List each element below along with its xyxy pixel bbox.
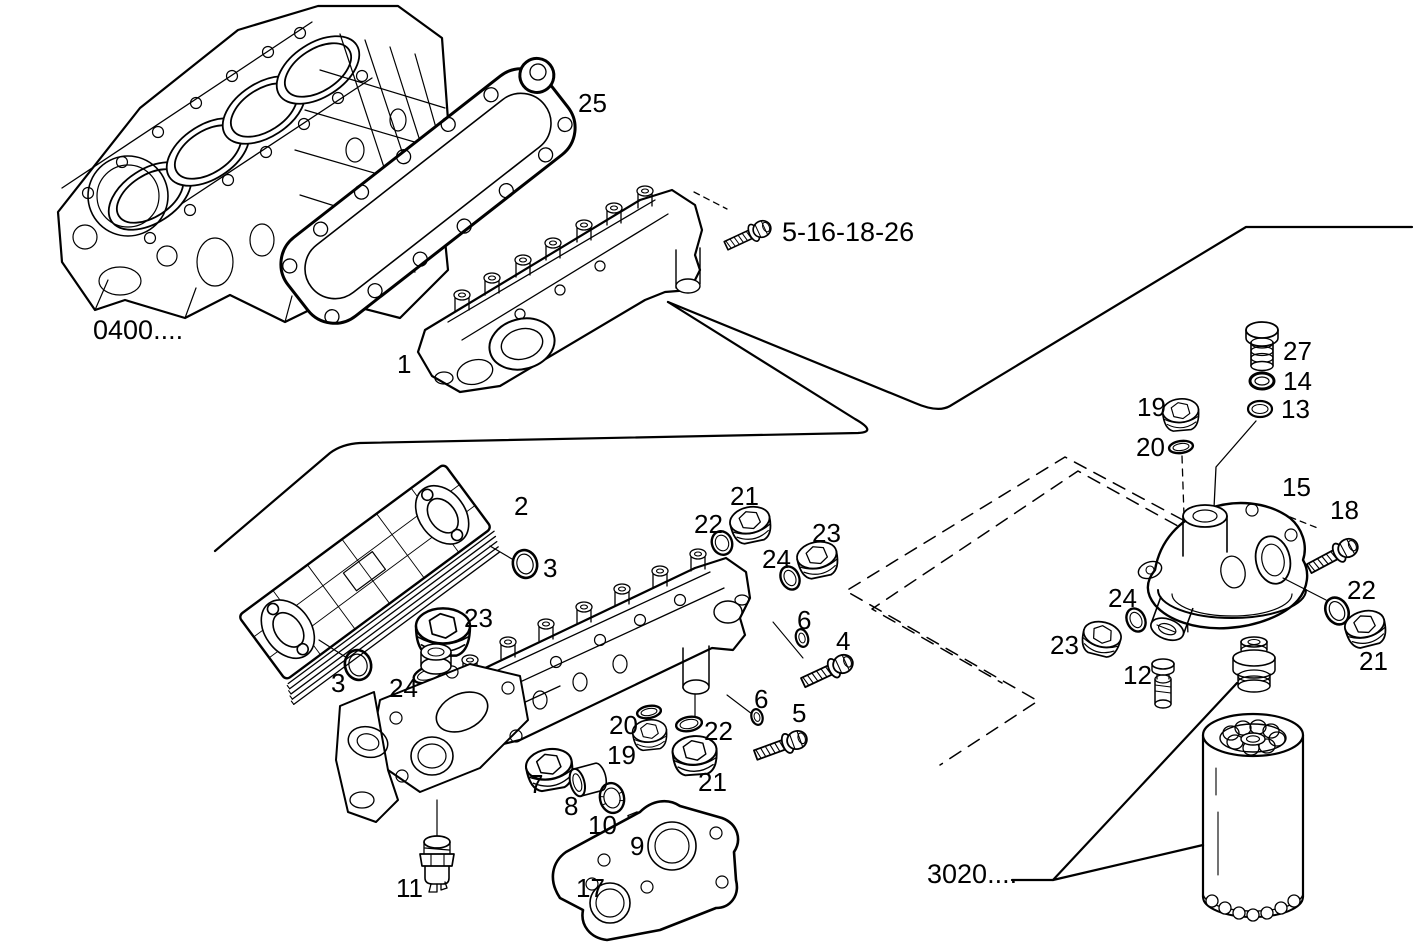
callout-18: 18: [1330, 495, 1359, 525]
gasket-25-drawing: [279, 56, 577, 325]
callout-6-upper: 6: [797, 605, 811, 635]
callout-7: 7: [529, 769, 543, 799]
callout-6-lower: 6: [754, 684, 768, 714]
callout-10: 10: [588, 810, 617, 840]
callout-4: 4: [836, 626, 850, 656]
callout-20-right: 20: [1136, 432, 1165, 462]
bolt-5-leader: [726, 694, 753, 715]
plug-27-drawing: [1245, 321, 1279, 372]
ring-10-drawing: [598, 781, 626, 815]
block-front-face: [72, 155, 293, 323]
bolt-4-drawing: [797, 649, 858, 693]
callout-13: 13: [1281, 394, 1310, 424]
callout-3-upper: 3: [543, 553, 557, 583]
callout-2: 2: [514, 491, 528, 521]
filter-ref-callout-lines: [1010, 681, 1239, 882]
callout-12: 12: [1123, 660, 1152, 690]
callout-3020: 3020....: [927, 859, 1017, 889]
callout-21-top: 21: [730, 481, 759, 511]
callout-23-right: 23: [1050, 630, 1079, 660]
oil-cooler-housing-exploded-drawing: [335, 548, 752, 843]
callout-11: 11: [396, 873, 423, 903]
oring-13-leader: [1213, 420, 1257, 509]
filler-stub-drawing: [420, 643, 452, 675]
oring-24-top-drawing: [779, 565, 801, 591]
oring-13-drawing: [1246, 399, 1274, 419]
oring-20-left-drawing: [635, 704, 663, 720]
seal-3-lower-leader: [318, 639, 348, 659]
callout-3-lower: 3: [331, 668, 345, 698]
callout-14: 14: [1283, 366, 1312, 396]
bolt-4-leader: [772, 621, 804, 659]
oring-20-right-drawing: [1167, 439, 1195, 455]
filter-head-15-drawing: [1137, 501, 1309, 642]
oring-22-top-drawing: [710, 530, 734, 556]
cylinder-bores: [107, 35, 361, 231]
callout-20-left: 20: [609, 710, 638, 740]
callout-24-top: 24: [762, 544, 791, 574]
callout-19-right: 19: [1137, 392, 1166, 422]
bolt-leader-dashed: [693, 191, 728, 210]
oring-22-right-drawing: [1323, 596, 1351, 626]
seal-3-upper-leader: [489, 545, 513, 560]
bolt-5-drawing: [751, 726, 811, 766]
sensor-11-drawing: [419, 835, 455, 893]
plug-19-right-drawing: [1160, 396, 1201, 433]
callout-22-right: 22: [1347, 575, 1376, 605]
plug-23-right-drawing: [1078, 617, 1125, 661]
callout-21-right: 21: [1359, 646, 1388, 676]
oring-14-drawing: [1248, 371, 1276, 391]
callout-labels: 0400.... 25 1 5-16-18-26 2 3 23 3 24 22 …: [93, 88, 1388, 903]
washer-6-upper-drawing: [794, 628, 810, 648]
bush-8-drawing: [568, 762, 608, 798]
callout-24-right: 24: [1108, 583, 1137, 613]
callout-19-left: 19: [607, 740, 636, 770]
oil-cooler-housing-1-drawing: [416, 185, 704, 394]
bolt-18-drawing: [1303, 533, 1363, 579]
callout-bolt-group: 5-16-18-26: [782, 217, 914, 247]
bolt-5-16-18-26-drawing: [721, 216, 775, 255]
bolt-18-leader-dashed: [1289, 516, 1321, 530]
callout-23-top: 23: [812, 518, 841, 548]
oring-22-mid-drawing: [674, 715, 704, 733]
callout-21-mid: 21: [698, 767, 727, 797]
oring-24-right-drawing: [1125, 607, 1147, 633]
callout-25: 25: [578, 88, 607, 118]
callout-0400: 0400....: [93, 315, 183, 345]
seal-ring-3-lower-drawing: [343, 648, 373, 682]
detail-callout-lines: [213, 225, 1414, 553]
oil-filter-cartridge-drawing: [1201, 712, 1305, 922]
oring-24-right-leader: [1156, 624, 1176, 633]
gasket-17-drawing: [551, 799, 740, 942]
callout-5: 5: [792, 698, 806, 728]
oring-22-right-leader: [1282, 577, 1327, 601]
callout-1: 1: [397, 349, 411, 379]
callout-24-left: 24: [389, 673, 418, 703]
filter-nipple-drawing: [1232, 636, 1276, 693]
oil-cooler-core-2-drawing: [239, 464, 501, 705]
callout-22-top: 22: [694, 509, 723, 539]
callout-22-mid: 22: [704, 716, 733, 746]
callout-8: 8: [564, 791, 578, 821]
callout-23-left: 23: [464, 603, 493, 633]
fitting-12-drawing: [1151, 658, 1175, 709]
callout-17: 17: [576, 873, 605, 903]
callout-15: 15: [1282, 472, 1311, 502]
callout-9: 9: [630, 831, 644, 861]
callout-27: 27: [1283, 336, 1312, 366]
washer-6-lower-drawing: [750, 708, 764, 726]
seal-ring-3-upper-drawing: [511, 548, 539, 580]
detail-boundary-dashed: [845, 456, 1197, 766]
